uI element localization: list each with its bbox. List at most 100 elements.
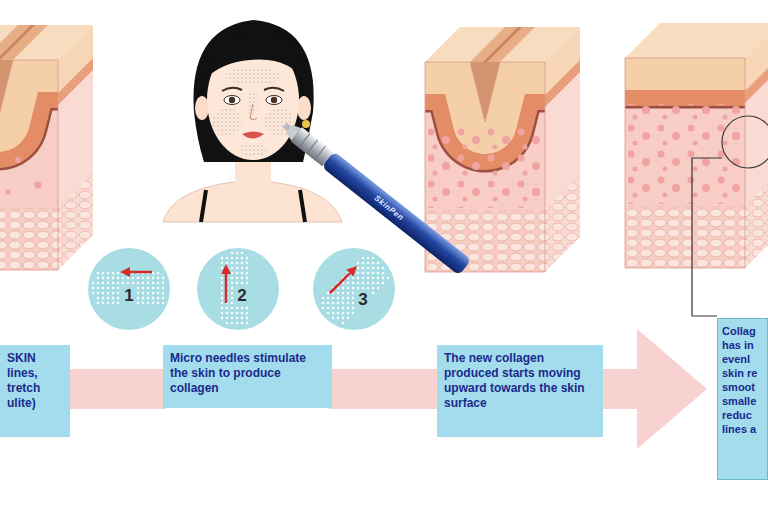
needle-dot — [137, 302, 139, 304]
needle-dot — [142, 287, 144, 289]
needle-dot — [152, 282, 154, 284]
needle-dot — [377, 267, 379, 269]
needle-dot — [132, 277, 134, 279]
needle-dot — [236, 267, 238, 269]
needle-dot — [132, 282, 134, 284]
callout-number: 1 — [121, 287, 136, 305]
needle-dot — [377, 262, 379, 264]
needle-dot — [117, 287, 119, 289]
woman-figure — [212, 108, 242, 136]
needle-dot — [102, 302, 104, 304]
needle-dot — [226, 312, 228, 314]
needle-dot — [157, 272, 159, 274]
needle-dot — [372, 267, 374, 269]
woman-figure — [271, 97, 277, 103]
needle-dot — [241, 267, 243, 269]
microneedle-pen — [307, 140, 318, 154]
needle-dot — [162, 297, 164, 299]
needle-dot — [147, 292, 149, 294]
needle-dot — [241, 307, 243, 309]
needle-dot — [367, 267, 369, 269]
needle-dot — [97, 282, 99, 284]
flow-arrow — [67, 369, 166, 409]
flow-arrow — [600, 329, 707, 449]
needle-dot — [102, 297, 104, 299]
needle-dot — [112, 297, 114, 299]
needle-dot — [231, 322, 233, 324]
needle-dot — [367, 262, 369, 264]
needle-dot — [152, 292, 154, 294]
needle-dot — [221, 277, 223, 279]
step-text: Micro needles stimulate the skin to prod… — [170, 351, 325, 396]
needle-dot — [117, 272, 119, 274]
needle-dot — [117, 302, 119, 304]
needle-dot — [137, 292, 139, 294]
needle-dot — [352, 307, 354, 309]
step-text: Collag has in evenl skin re smoot smalle… — [722, 324, 763, 436]
flow-arrow — [329, 369, 440, 409]
needle-dot — [372, 257, 374, 259]
needle-dot — [362, 262, 364, 264]
callout-number: 2 — [234, 287, 249, 305]
needle-dot — [342, 302, 344, 304]
needle-dot — [332, 307, 334, 309]
microneedle-pen — [314, 146, 325, 160]
needle-dot — [157, 287, 159, 289]
woman-figure — [225, 67, 281, 85]
needle-dot — [127, 277, 129, 279]
needle-dot — [241, 272, 243, 274]
needle-dot — [236, 307, 238, 309]
needle-dot — [246, 307, 248, 309]
direction-arrow — [130, 271, 152, 274]
needle-dot — [107, 297, 109, 299]
needle-dot — [241, 277, 243, 279]
needle-dot — [372, 272, 374, 274]
needle-dot — [347, 307, 349, 309]
needle-dot — [162, 277, 164, 279]
needle-dot — [231, 297, 233, 299]
needle-dot — [332, 302, 334, 304]
woman-figure — [266, 96, 282, 105]
woman-figure — [239, 143, 267, 157]
needle-dot — [102, 272, 104, 274]
needle-dot — [377, 287, 379, 289]
needle-dot — [332, 297, 334, 299]
needle-dot — [152, 302, 154, 304]
needle-dot — [367, 272, 369, 274]
needle-dot — [97, 292, 99, 294]
needle-dot — [142, 297, 144, 299]
needle-dot — [327, 302, 329, 304]
needle-dot — [107, 292, 109, 294]
needle-dot — [327, 307, 329, 309]
needle-dot — [362, 287, 364, 289]
woman-figure — [204, 32, 306, 84]
needle-dot — [97, 272, 99, 274]
woman-figure — [248, 92, 258, 114]
needle-dot — [221, 297, 223, 299]
needle-dot — [246, 322, 248, 324]
needle-dot — [127, 282, 129, 284]
step-box: Micro needles stimulate the skin to prod… — [163, 345, 332, 408]
circle-fill — [88, 248, 170, 330]
woman-figure — [250, 104, 257, 120]
needle-dot — [221, 292, 223, 294]
step-box: SKIN lines, tretch ulite) — [0, 345, 70, 437]
needle-dot — [97, 287, 99, 289]
needle-dot — [236, 272, 238, 274]
needle-dot — [362, 282, 364, 284]
callout-number: 3 — [355, 291, 370, 309]
needle-dot — [152, 277, 154, 279]
needle-dot — [322, 297, 324, 299]
woman-figure — [242, 132, 264, 139]
needle-dot — [357, 282, 359, 284]
woman-figure — [264, 88, 284, 91]
needle-dot — [367, 287, 369, 289]
needle-dot — [102, 277, 104, 279]
needle-dot — [352, 292, 354, 294]
needle-dot — [322, 307, 324, 309]
needle-dot — [112, 272, 114, 274]
skin-block-during — [428, 128, 542, 208]
needle-dot — [352, 287, 354, 289]
needle-dot — [337, 292, 339, 294]
